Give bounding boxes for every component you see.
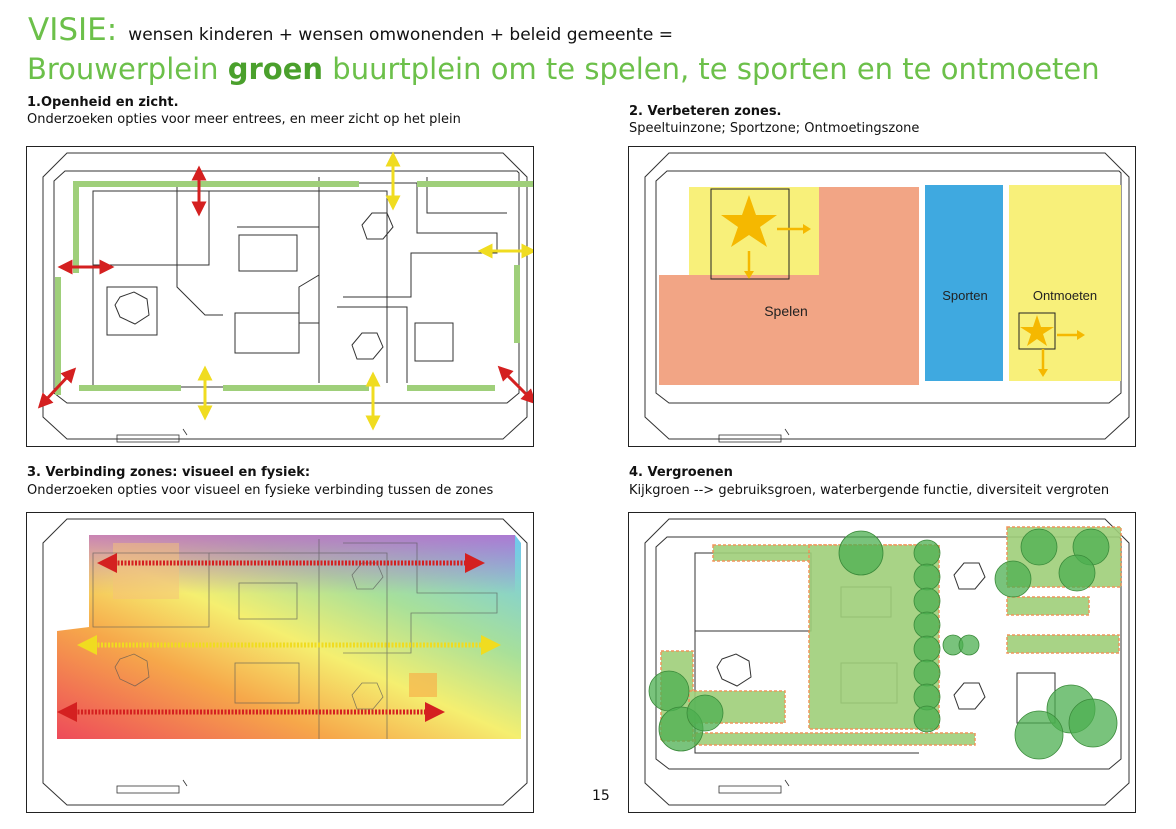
panel-verbinding: [26, 512, 534, 813]
page-number: 15: [592, 788, 610, 804]
star-icon: [721, 195, 777, 247]
tagline-bold: groen: [227, 52, 324, 86]
visie-line: VISIE: wensen kinderen + wensen omwonend…: [28, 12, 673, 48]
zone-spelen: [659, 187, 919, 385]
section-2-subtitle: Speeltuinzone; Sportzone; Ontmoetingszon…: [629, 121, 920, 136]
tagline-post: buurtplein om te spelen, te sporten en t…: [323, 52, 1100, 86]
tagline: Brouwerplein groen buurtplein om te spel…: [27, 52, 1100, 86]
label-ontmoeten: Ontmoeten: [1033, 288, 1097, 303]
section-1-subtitle: Onderzoeken opties voor meer entrees, en…: [27, 112, 461, 127]
panel-openheid: [26, 146, 534, 447]
visie-formula: wensen kinderen + wensen omwonenden + be…: [128, 25, 674, 45]
panel-zones: Spelen Sporten Ontmoeten: [628, 146, 1136, 447]
visie-label: VISIE:: [28, 12, 118, 48]
section-3-subtitle: Onderzoeken opties voor visueel en fysie…: [27, 483, 494, 498]
star-icon: [1020, 315, 1054, 346]
section-3-heading: 3. Verbinding zones: visueel en fysiek:: [27, 465, 311, 480]
trees: [648, 528, 1118, 760]
section-2-heading: 2. Verbeteren zones.: [629, 104, 782, 119]
label-spelen: Spelen: [764, 303, 808, 319]
panel-vergroenen: [628, 512, 1136, 813]
tagline-pre: Brouwerplein: [27, 52, 228, 86]
section-1-heading: 1.Openheid en zicht.: [27, 95, 179, 110]
zone-ontmoeten: [1009, 185, 1121, 381]
section-4-subtitle: Kijkgroen --> gebruiksgroen, waterbergen…: [629, 483, 1110, 498]
label-sporten: Sporten: [942, 288, 988, 303]
zone-sporten: [925, 185, 1003, 381]
section-4-heading: 4. Vergroenen: [629, 465, 733, 480]
